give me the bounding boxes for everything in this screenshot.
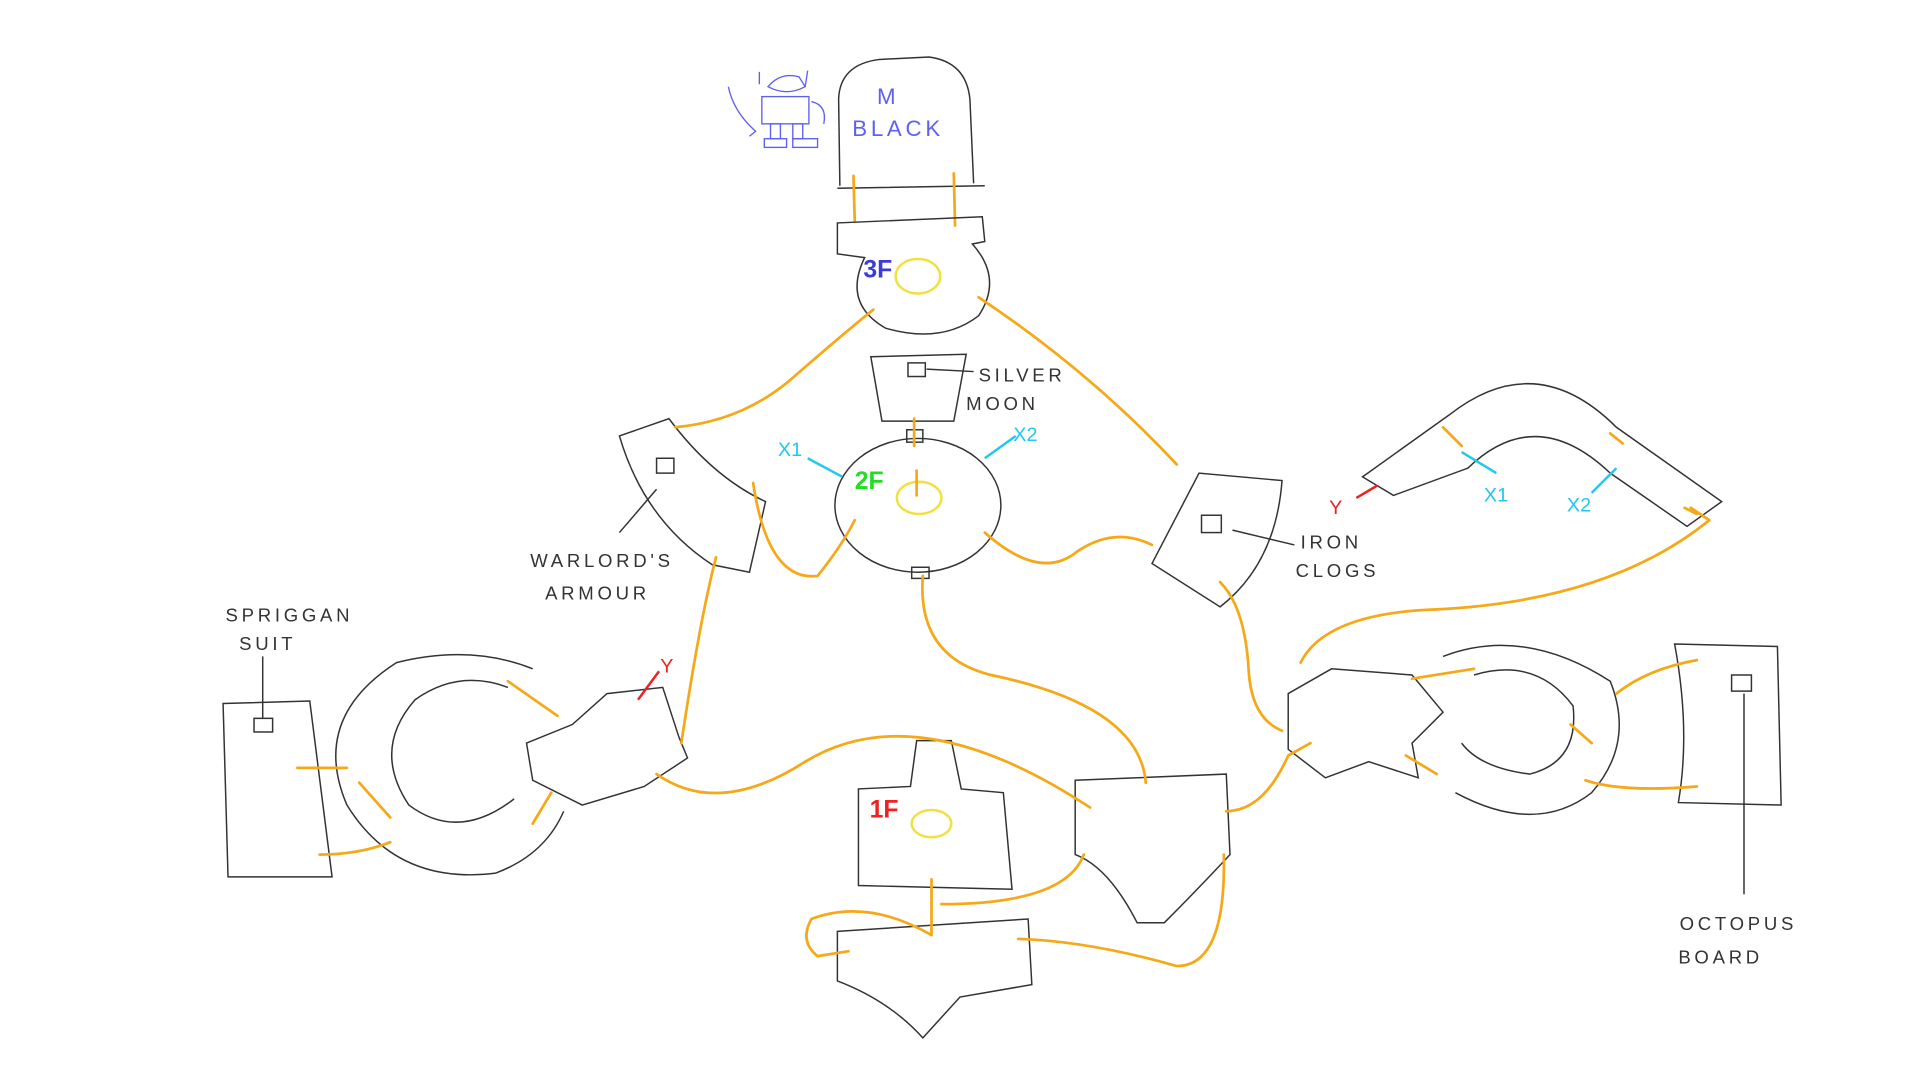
warlords-armour-label-2: ARMOUR <box>545 582 650 603</box>
top-right-corridor <box>1361 382 1723 528</box>
boss-name: BLACK <box>852 116 944 141</box>
boss-room: M BLACK <box>837 56 985 189</box>
iron-clogs-label-2: CLOGS <box>1296 560 1380 581</box>
marker-y-right: Y <box>1329 497 1342 519</box>
silver-moon-room: SILVER MOON <box>869 353 1066 422</box>
right-cross-corridor <box>1287 668 1445 779</box>
floor-3f-room: 3F <box>836 215 991 335</box>
floor-2f-label: 2F <box>855 468 884 495</box>
left-ring-corridor <box>335 653 565 876</box>
octopus-board-label-1: OCTOPUS <box>1680 913 1797 934</box>
silver-moon-label-1: SILVER <box>979 364 1066 385</box>
octopus-board-label-2: BOARD <box>1678 947 1763 968</box>
south-east-room <box>1074 773 1231 924</box>
iron-clogs-label-1: IRON <box>1301 532 1362 553</box>
item-chest-icon <box>907 362 927 378</box>
boss-initial: M <box>877 84 899 109</box>
bottom-room <box>836 918 1033 1039</box>
save-point-icon <box>910 808 953 839</box>
markers: X1 X2 X1 X2 Y Y <box>636 424 1618 701</box>
boss-sprite-icon <box>727 70 826 149</box>
right-ring-corridor <box>1442 644 1620 815</box>
marker-x1: X1 <box>778 439 802 461</box>
warlords-armour-room: WARLORD'S ARMOUR <box>530 417 767 603</box>
floor-3f-label: 3F <box>863 256 892 283</box>
floor-1f-label: 1F <box>870 796 899 823</box>
spriggan-suit-room: SPRIGGAN SUIT <box>222 605 354 878</box>
spriggan-suit-label-1: SPRIGGAN <box>226 605 354 626</box>
warlords-armour-label-1: WARLORD'S <box>530 550 674 571</box>
marker-x2-right: X2 <box>1567 495 1591 517</box>
iron-clogs-room: IRON CLOGS <box>1150 472 1380 608</box>
octopus-board-room: OCTOPUS BOARD <box>1673 643 1797 968</box>
marker-x1-right: X1 <box>1484 485 1508 507</box>
route-paths <box>296 295 1711 968</box>
floor-2f-room: 2F <box>834 429 1002 580</box>
save-point-icon <box>895 480 943 516</box>
marker-y-left: Y <box>660 656 673 678</box>
spriggan-suit-label-2: SUIT <box>239 633 296 654</box>
floor-1f-room: 1F <box>857 739 1013 891</box>
silver-moon-label-2: MOON <box>966 393 1039 414</box>
left-cross-corridor <box>525 686 689 806</box>
marker-x2: X2 <box>1013 424 1037 446</box>
save-point-icon <box>894 257 942 295</box>
